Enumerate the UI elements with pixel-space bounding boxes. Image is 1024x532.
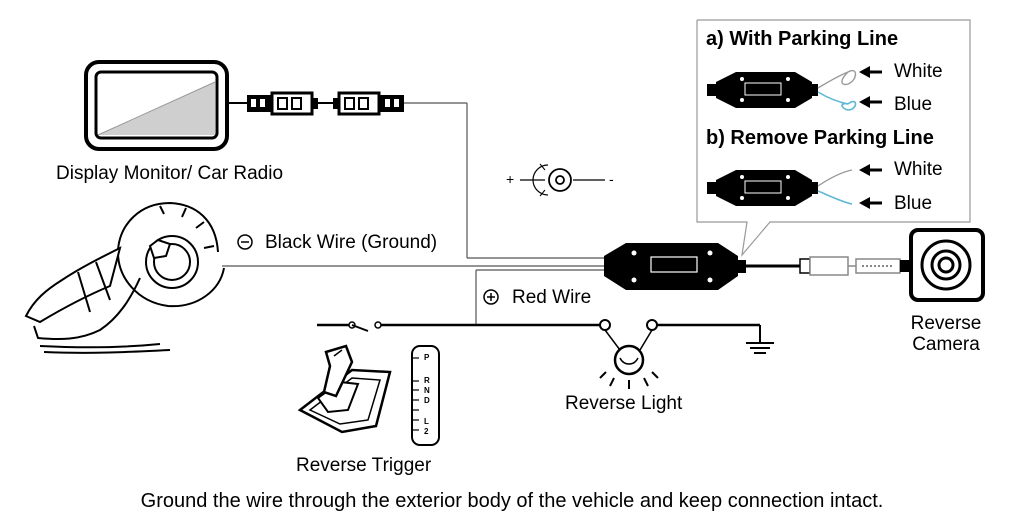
monitor-connector-cable (227, 91, 604, 259)
red-wire-line (475, 269, 604, 325)
camera-cable-connectors (799, 256, 910, 276)
plus-symbol-icon (483, 289, 499, 305)
plus-label: + (506, 171, 515, 187)
gear-letter-r: R (424, 376, 430, 385)
minus-symbol-icon (237, 234, 253, 250)
option-b-module (707, 164, 882, 209)
option-a-white-label: White (894, 61, 943, 82)
power-polarity-icon (520, 163, 605, 197)
gear-letter-p: P (424, 353, 430, 362)
control-module (604, 243, 800, 290)
reverse-light-icon (599, 329, 659, 389)
option-b-white-label: White (894, 159, 943, 180)
reverse-light-label: Reverse Light (565, 393, 683, 414)
reverse-trigger-label: Reverse Trigger (296, 455, 432, 476)
display-monitor-icon (84, 60, 229, 151)
footer-note: Ground the wire through the exterior bod… (140, 490, 884, 512)
display-monitor-label: Display Monitor/ Car Radio (56, 163, 284, 184)
ground-bolt-wrench-icon (24, 201, 225, 354)
minus-label: - (609, 171, 614, 187)
option-a-title: a) With Parking Line (706, 28, 899, 50)
black-wire-label: Black Wire (Ground) (265, 232, 438, 253)
gear-indicator-strip (411, 345, 440, 446)
reverse-circuit (317, 319, 774, 354)
option-a-blue-label: Blue (894, 94, 933, 115)
option-b-title: b) Remove Parking Line (706, 127, 934, 149)
gear-letter-2: 2 (424, 427, 429, 436)
gear-letter-d: D (424, 396, 430, 405)
reverse-camera-label-line1: Reverse (910, 313, 982, 334)
red-wire-label: Red Wire (512, 287, 592, 308)
gear-shifter-icon (297, 344, 392, 434)
reverse-camera-icon (909, 228, 985, 302)
gear-letter-n: N (424, 386, 430, 395)
option-b-blue-label: Blue (894, 193, 933, 214)
option-a-module (707, 66, 882, 111)
gear-letter-l: L (424, 417, 429, 426)
reverse-camera-label-line2: Camera (912, 334, 980, 355)
